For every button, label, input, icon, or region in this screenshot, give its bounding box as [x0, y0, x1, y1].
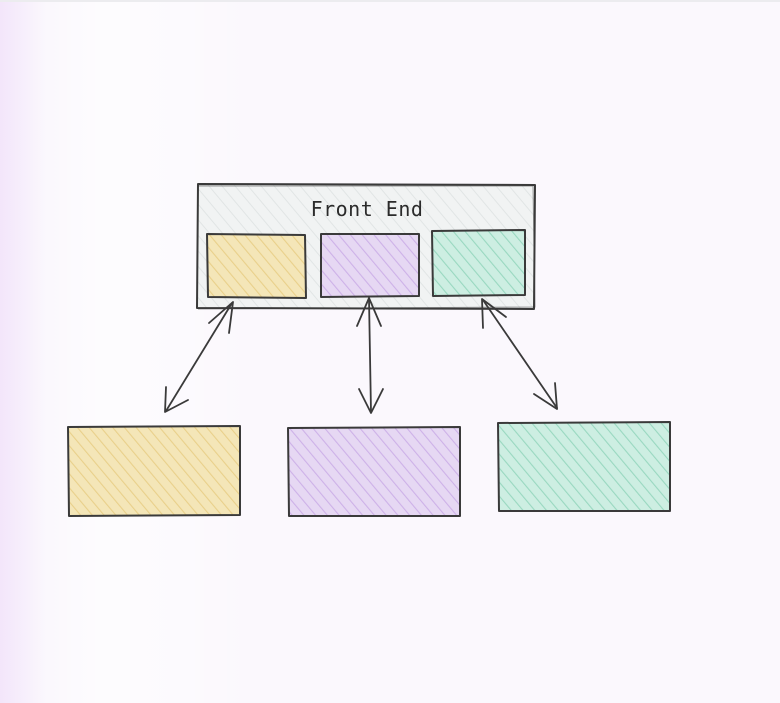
front-end-label: Front End [311, 197, 424, 221]
front-end-module-purple [320, 233, 420, 298]
arrow-purple [356, 297, 384, 414]
service-box-purple [287, 426, 461, 517]
front-end-module-yellow [206, 233, 307, 299]
service-box-yellow [67, 425, 241, 517]
arrow-green [481, 298, 558, 410]
arrow-yellow [164, 301, 234, 413]
top-border [0, 0, 780, 2]
front-end-module-green [431, 229, 526, 297]
service-box-green [497, 421, 671, 512]
